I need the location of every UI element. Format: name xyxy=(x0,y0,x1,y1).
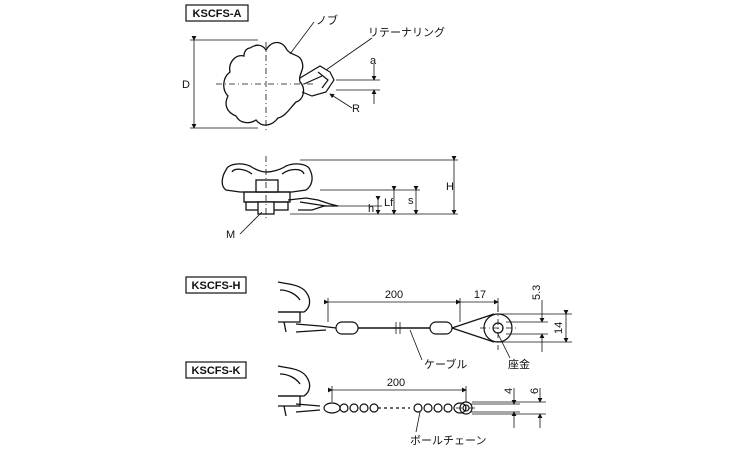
dim-R-label: R xyxy=(352,103,360,115)
knob-partial-h xyxy=(277,281,311,333)
section-k-label-text: KSCFS-K xyxy=(192,365,241,377)
retaining-ring-leader xyxy=(325,37,373,71)
dim-k-4: 4 xyxy=(503,388,515,394)
dim-h-length: 200 xyxy=(385,289,403,301)
section-h-label-text: KSCFS-H xyxy=(192,280,241,292)
knob-partial-k xyxy=(277,365,311,417)
section-label-h: KSCFS-H xyxy=(185,276,247,294)
knob-leader xyxy=(289,21,315,55)
ball-chain-assembly xyxy=(295,401,478,415)
dim-k-6: 6 xyxy=(529,388,541,394)
knob-top-view xyxy=(216,41,316,132)
dim-R-leader xyxy=(329,93,353,109)
dim-s-label: s xyxy=(408,195,414,207)
cable-callout: ケーブル xyxy=(424,357,467,371)
retaining-ring-callout: リテーナリング xyxy=(368,25,445,39)
dims-side xyxy=(290,156,458,215)
dim-D-label: D xyxy=(182,79,190,91)
dim-M-label: M xyxy=(226,229,235,241)
ball-chain-leader xyxy=(415,411,421,433)
dim-a-label: a xyxy=(370,55,377,67)
dim-h-label: h xyxy=(368,203,374,215)
dim-k-length: 200 xyxy=(387,377,405,389)
dims-k xyxy=(328,386,546,428)
dims-h xyxy=(324,298,572,352)
washer-callout: 座金 xyxy=(508,357,530,371)
knob-callout: ノブ xyxy=(316,13,338,27)
section-label-k: KSCFS-K xyxy=(185,361,247,379)
section-label-a: KSCFS-A xyxy=(185,4,249,22)
dim-a xyxy=(336,64,380,104)
retaining-ring-side xyxy=(287,197,382,211)
dim-M-leader xyxy=(239,211,263,235)
knob-side-view xyxy=(221,156,313,220)
ball-chain-callout: ボールチェーン xyxy=(410,434,486,447)
dim-H-label: H xyxy=(446,181,454,193)
dim-D xyxy=(190,36,258,129)
cable-assembly xyxy=(295,306,518,350)
dim-h-14: 14 xyxy=(553,322,565,334)
section-a-label-text: KSCFS-A xyxy=(193,8,242,20)
retaining-ring-top xyxy=(299,65,335,97)
dim-h-5-3: 5.3 xyxy=(531,285,543,300)
washer-leader xyxy=(497,333,511,359)
cable-leader xyxy=(409,329,423,361)
dim-Lf-label: Lf xyxy=(384,197,394,209)
dim-h-17: 17 xyxy=(474,289,486,301)
